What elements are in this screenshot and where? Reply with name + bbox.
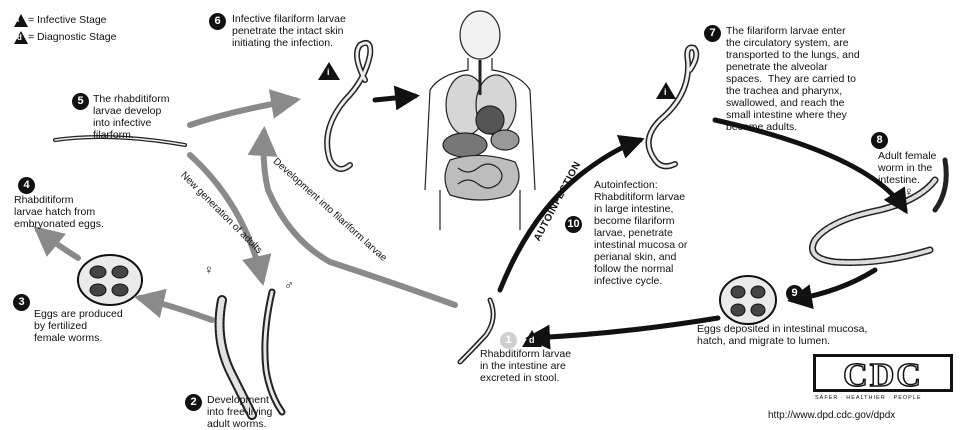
- step-2-number: 2: [185, 394, 202, 411]
- step-3-text: Eggs are produced by fertilized female w…: [34, 308, 123, 344]
- diagnostic-stage-label: = Diagnostic Stage: [28, 31, 116, 43]
- step-9-text: Eggs deposited in intestinal mucosa, hat…: [697, 323, 867, 347]
- step-2-text: Development into free-living adult worms…: [207, 394, 272, 430]
- step-1-text: Rhabditiform larvae in the intestine are…: [480, 348, 571, 384]
- egg-cluster-left: [78, 255, 142, 305]
- diagnostic-symbol: d: [17, 32, 22, 44]
- infective-stage-label: = Infective Stage: [28, 14, 107, 26]
- step-7-number: 7: [704, 25, 721, 42]
- marker-6-symbol: i: [327, 66, 330, 78]
- marker-7-symbol: i: [664, 86, 667, 98]
- step-4-number: 4: [18, 177, 35, 194]
- step-5-text: The rhabditiform larvae develop into inf…: [93, 93, 169, 141]
- human-body-illustration: [425, 11, 535, 230]
- male-symbol: ♂: [284, 277, 294, 292]
- step-6-text: Infective filariform larvae penetrate th…: [232, 13, 346, 49]
- cdc-tagline: SAFER · HEALTHIER · PEOPLE: [815, 395, 922, 401]
- step-10-number: 10: [565, 216, 582, 233]
- step-1-number: 1: [500, 332, 517, 349]
- step-6-number: 6: [209, 13, 226, 30]
- cdc-url: http://www.dpd.cdc.gov/dpdx: [768, 410, 895, 421]
- step-8-number: 8: [871, 132, 888, 149]
- step-7-text: The filariform larvae enter the circulat…: [726, 25, 860, 133]
- marker-1-symbol: d: [529, 334, 535, 346]
- female-symbol-right: ♀: [904, 184, 914, 199]
- female-symbol-left: ♀: [204, 262, 214, 277]
- step-8-text: Adult female worm in the intestine.: [878, 150, 936, 186]
- step-3-number: 3: [13, 294, 30, 311]
- egg-cluster-right: [720, 276, 776, 324]
- step-4-text: Rhabditiform larvae hatch from embryonat…: [14, 194, 104, 230]
- step-5-number: 5: [72, 93, 89, 110]
- step-10-text: Autoinfection: Rhabditiform larvae in la…: [594, 179, 687, 287]
- cdc-logo: CDC: [813, 354, 953, 392]
- infective-symbol: i: [17, 14, 19, 26]
- step-9-number: 9: [786, 285, 803, 302]
- cdc-logo-block: CDC SAFER · HEALTHIER · PEOPLE: [803, 352, 959, 410]
